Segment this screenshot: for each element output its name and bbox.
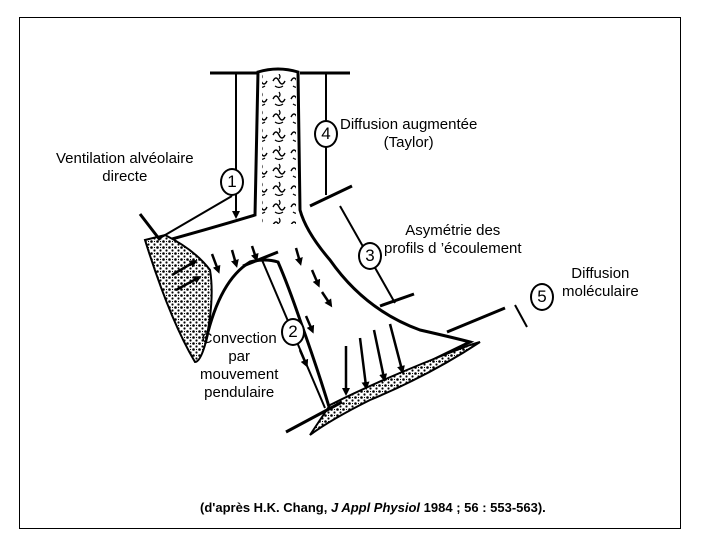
alveolus-right [309,341,481,436]
label-convection: Convection par mouvement pendulaire [200,330,278,402]
label-asymetrie: Asymétrie des profils d ’écoulement [384,222,522,258]
marker-5: 5 [530,283,554,311]
citation-journal: J Appl Physiol [330,500,421,515]
marker-1: 1 [220,168,244,196]
marker-4: 4 [314,120,338,148]
label-ventilation-line2: directe [102,168,148,185]
label-diffusion-mol-line1: Diffusion [571,265,630,282]
label-convection-line3: mouvement [200,366,279,383]
label-asymetrie-line2: profils d ’écoulement [384,240,522,257]
label-ventilation: Ventilation alvéolaire directe [56,150,194,186]
citation-prefix: (d'après H.K. Chang, [200,500,331,515]
label-diffusion-aug-line2: (Taylor) [383,134,434,151]
citation-suffix: 1984 ; 56 : 553-563). [420,500,546,515]
label-diffusion-moleculaire: Diffusion moléculaire [562,265,639,301]
label-diffusion-aug-line1: Diffusion augmentée [340,116,478,133]
figure-frame [19,17,681,529]
trachea-turbulence [262,74,296,224]
marker-3: 3 [358,242,382,270]
label-convection-line4: pendulaire [204,384,275,401]
label-diffusion-augmentee: Diffusion augmentée (Taylor) [340,116,477,152]
label-diffusion-mol-line2: moléculaire [562,283,639,300]
label-asymetrie-line1: Asymétrie des [405,222,501,239]
flow-arrows [171,245,405,396]
label-convection-line2: par [228,348,251,365]
marker-2: 2 [281,318,305,346]
label-ventilation-line1: Ventilation alvéolaire [56,150,194,167]
label-convection-line1: Convection [201,330,277,347]
citation: (d'après H.K. Chang, J Appl Physiol 1984… [200,500,546,515]
